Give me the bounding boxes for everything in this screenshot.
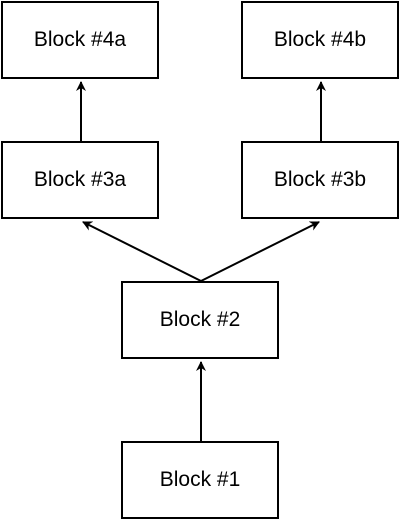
edge-block2-to-block3b [200,221,320,282]
block-2-label: Block #2 [159,308,241,331]
block-3a-label: Block #3a [33,168,127,191]
edge-block2-to-block3a [82,221,202,282]
block-4b[interactable]: Block #4b [241,1,399,79]
block-3b-label: Block #3b [273,168,367,191]
block-2[interactable]: Block #2 [121,281,279,359]
block-1-label: Block #1 [159,468,241,491]
block-4a[interactable]: Block #4a [1,1,159,79]
block-3b[interactable]: Block #3b [241,141,399,219]
block-4b-label: Block #4b [273,28,367,51]
block-4a-label: Block #4a [33,28,127,51]
block-1[interactable]: Block #1 [121,441,279,519]
block-3a[interactable]: Block #3a [1,141,159,219]
